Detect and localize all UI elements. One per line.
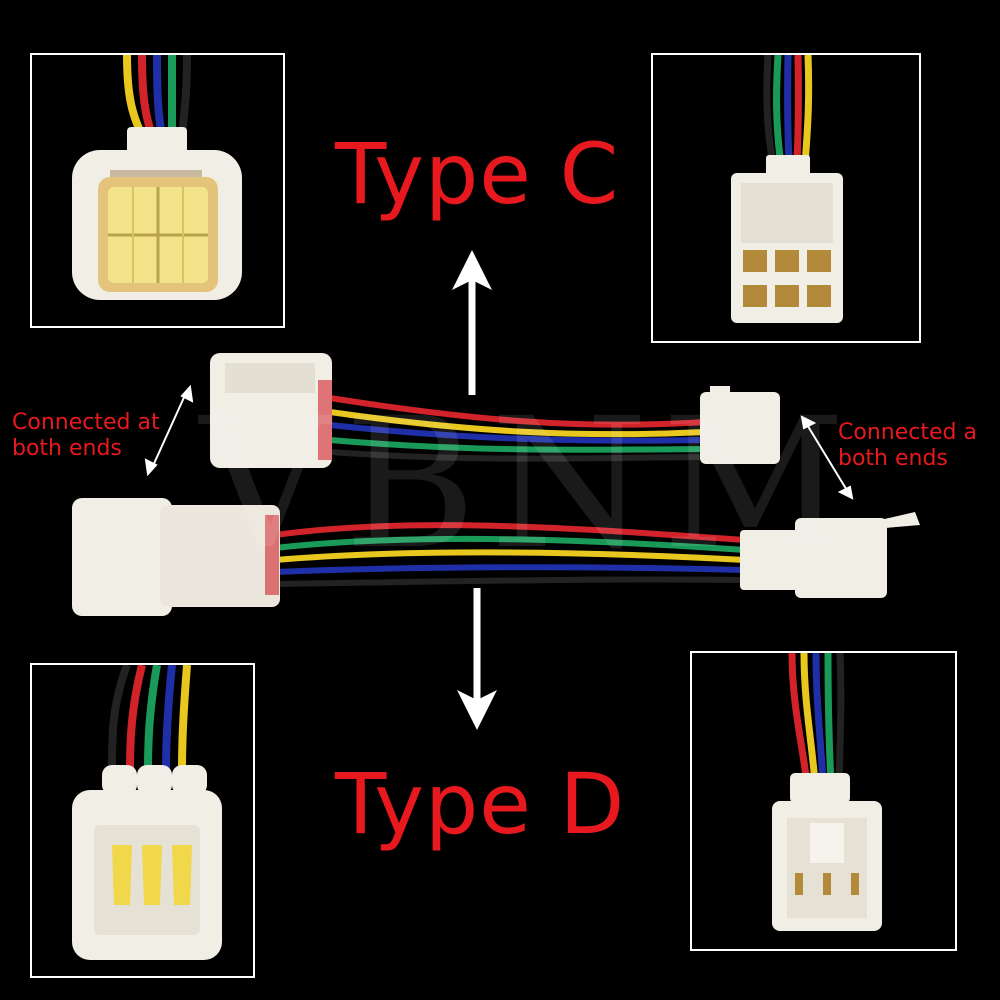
- watermark: VBNM: [200, 380, 861, 589]
- type-c-male-connector-image: [731, 55, 843, 323]
- note-connected-left: Connected at both ends: [12, 410, 160, 461]
- panel-type-d-female: [30, 663, 255, 978]
- upper-harness-wires: [329, 395, 706, 462]
- panel-type-d-male: [690, 651, 957, 951]
- type-d-male-connector-image: [772, 653, 882, 931]
- double-arrow-left-icon: [144, 384, 194, 477]
- double-arrow-right-icon: [800, 415, 854, 500]
- type-c-female-connector: [210, 353, 332, 468]
- arrow-down-icon: [457, 588, 497, 730]
- type-c-male-connector: [700, 386, 780, 464]
- panel-type-c-female: [30, 53, 285, 328]
- arrow-up-icon: [452, 250, 492, 395]
- note-connected-right: Connected a both ends: [838, 420, 977, 471]
- type-d-male-connector: [740, 512, 920, 598]
- type-d-female-connector-image: [72, 665, 222, 960]
- type-d-female-connector: [72, 498, 280, 616]
- lower-harness-wires: [274, 522, 746, 587]
- type-c-female-connector-image: [72, 55, 242, 300]
- panel-type-c-male: [651, 53, 921, 343]
- title-type-d: Type D: [335, 755, 626, 853]
- title-type-c: Type C: [335, 125, 620, 223]
